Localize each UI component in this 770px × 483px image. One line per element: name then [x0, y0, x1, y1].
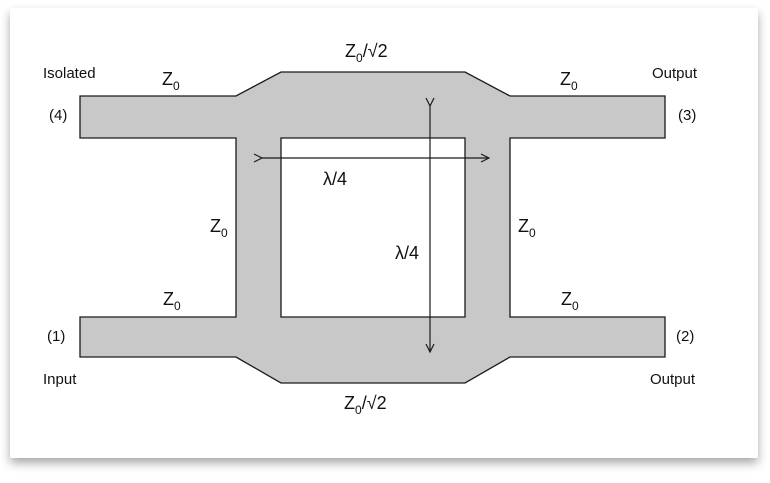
- impedance-top-branch: Z0/√2: [345, 41, 388, 65]
- quarter-wave-horizontal-label: λ/4: [323, 169, 347, 189]
- port-3-number: (3): [678, 107, 696, 124]
- port-4-number: (4): [49, 107, 67, 124]
- coupler-microstrip-shape: [79, 71, 666, 384]
- impedance-left-branch: Z0: [210, 216, 228, 240]
- impedance-feed-port4: Z0: [162, 69, 180, 93]
- port-output-top-label: Output: [652, 65, 698, 82]
- impedance-feed-port3: Z0: [560, 69, 578, 93]
- port-1-number: (1): [47, 328, 65, 345]
- impedance-bottom-branch: Z0/√2: [344, 393, 387, 417]
- port-isolated-label: Isolated: [43, 65, 96, 82]
- port-input-label: Input: [43, 371, 77, 388]
- impedance-feed-port2: Z0: [561, 289, 579, 313]
- quarter-wave-vertical-label: λ/4: [395, 243, 419, 263]
- port-2-number: (2): [676, 328, 694, 345]
- impedance-feed-port1: Z0: [163, 289, 181, 313]
- impedance-right-branch: Z0: [518, 216, 536, 240]
- port-output-bottom-label: Output: [650, 371, 696, 388]
